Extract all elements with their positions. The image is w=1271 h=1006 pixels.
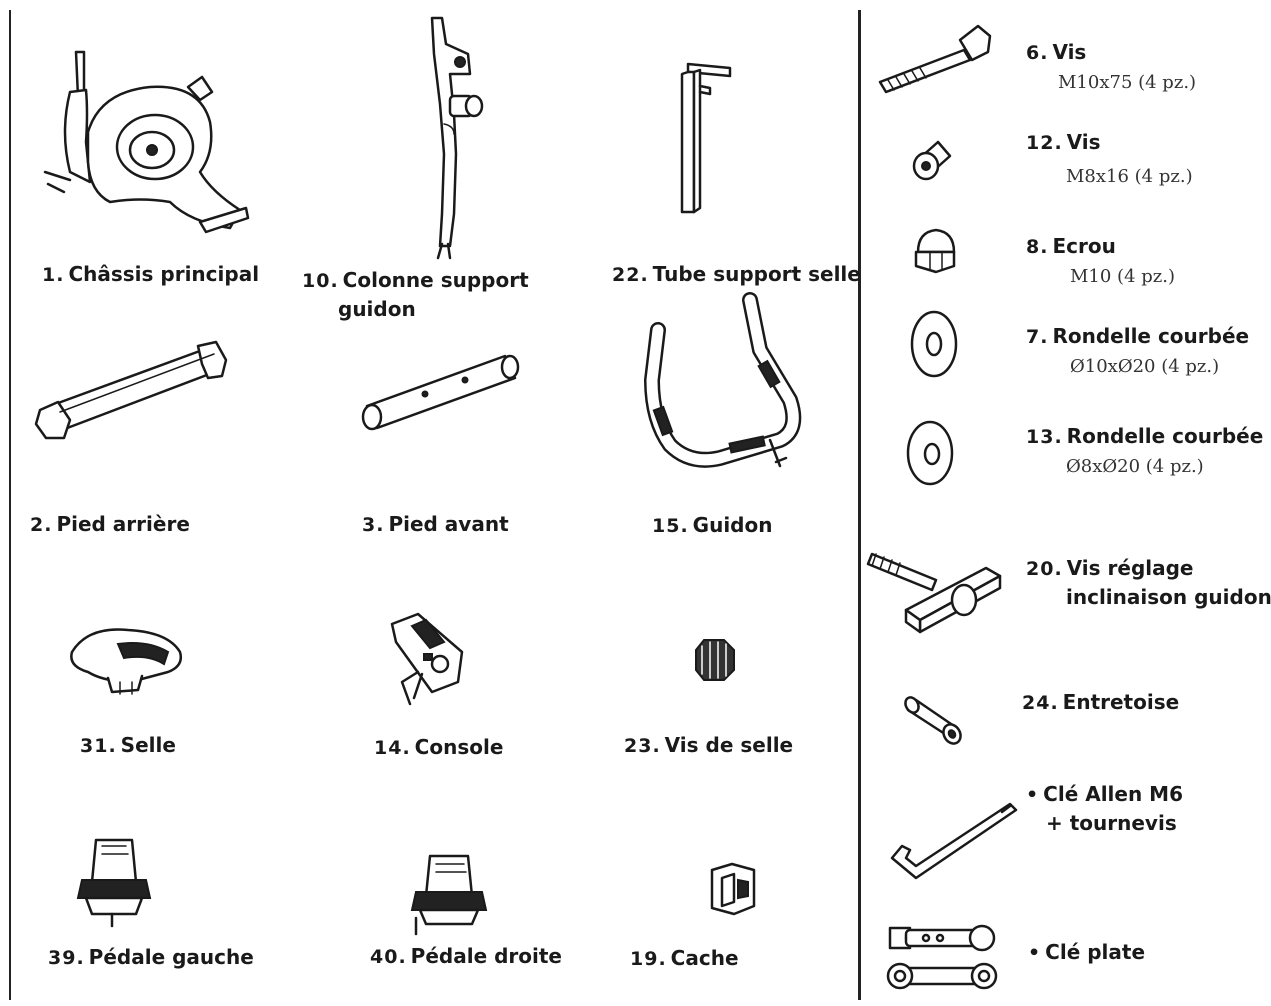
hw-name: Ecrou [1052, 234, 1116, 258]
saddle-icon [68, 622, 188, 697]
hw-name: Entretoise [1062, 690, 1180, 714]
left-border [9, 10, 11, 1000]
part-3-label: 3.Pied avant [362, 512, 509, 538]
part-name: Pied arrière [56, 512, 190, 536]
part-15-label: 15.Guidon [652, 513, 772, 539]
short-bolt-icon [910, 136, 960, 182]
part-39-label: 39.Pédale gauche [48, 945, 254, 971]
hw-8-label: 8.Ecrou [1026, 234, 1116, 260]
cover-cap-icon [706, 862, 762, 920]
hw-allen-label: •Clé Allen M6 [1026, 782, 1183, 808]
part-name: Vis de selle [664, 733, 794, 757]
hw-number: 24. [1022, 692, 1059, 714]
part-23-label: 23.Vis de selle [624, 733, 793, 759]
handlebar-support-column-icon [410, 14, 500, 259]
hw-name: Clé plate [1045, 940, 1146, 964]
flat-wrench-icon [884, 920, 1000, 996]
hw-7-spec: Ø10xØ20 (4 pz.) [1070, 356, 1220, 377]
hw-wrench-label: •Clé plate [1028, 940, 1145, 966]
part-name: Console [414, 735, 504, 759]
hw-20-label: 20.Vis réglage [1026, 556, 1194, 582]
part-name: Pédale droite [410, 944, 562, 968]
part-name: Pied avant [388, 512, 509, 536]
part-number: 14. [374, 737, 411, 759]
part-14-label: 14.Console [374, 735, 503, 761]
main-frame-icon [40, 32, 250, 242]
part-40-label: 40.Pédale droite [370, 944, 562, 970]
handlebar-icon [630, 290, 810, 475]
hw-13-label: 13.Rondelle courbée [1026, 424, 1263, 450]
hw-bullet: • [1026, 784, 1040, 806]
part-10-label-line2: guidon [338, 297, 416, 321]
hw-bullet: • [1028, 942, 1042, 964]
hw-name: Vis réglage [1066, 556, 1194, 580]
hw-name: Vis [1066, 130, 1101, 154]
hw-number: 12. [1026, 132, 1063, 154]
hw-20-label-line2: inclinaison guidon [1066, 585, 1271, 609]
spacer-icon [904, 696, 968, 748]
part-number: 31. [80, 735, 117, 757]
hw-6-label: 6.Vis [1026, 40, 1086, 66]
hw-name: Vis [1052, 40, 1087, 64]
part-number: 40. [370, 946, 407, 968]
hw-6-spec: M10x75 (4 pz.) [1058, 72, 1197, 93]
part-number: 2. [30, 514, 53, 536]
hw-number: 20. [1026, 558, 1063, 580]
hw-number: 8. [1026, 236, 1049, 258]
part-name: Colonne support [342, 268, 529, 292]
part-name: Tube support selle [652, 262, 861, 286]
hw-12-spec: M8x16 (4 pz.) [1066, 166, 1193, 187]
console-icon [388, 612, 478, 707]
part-name: Guidon [692, 513, 773, 537]
hw-name: Rondelle courbée [1052, 324, 1250, 348]
hw-name: Clé Allen M6 [1043, 782, 1183, 806]
part-number: 22. [612, 264, 649, 286]
part-name: Selle [120, 733, 176, 757]
part-name: Cache [670, 946, 739, 970]
seat-support-tube-icon [660, 56, 740, 216]
part-10-label: 10.Colonne support [302, 268, 529, 294]
part-2-label: 2.Pied arrière [30, 512, 190, 538]
long-bolt-icon [874, 22, 994, 98]
hw-8-spec: M10 (4 pz.) [1070, 266, 1176, 287]
part-1-label: 1.Châssis principal [42, 262, 259, 288]
part-name: Châssis principal [68, 262, 260, 286]
part-number: 39. [48, 947, 85, 969]
rear-foot-icon [30, 340, 230, 440]
part-number: 23. [624, 735, 661, 757]
column-divider [858, 10, 861, 1000]
hw-number: 7. [1026, 326, 1049, 348]
hw-name: Rondelle courbée [1066, 424, 1264, 448]
allen-key-icon [886, 802, 1022, 882]
part-number: 19. [630, 948, 667, 970]
hw-number: 6. [1026, 42, 1049, 64]
curved-washer-icon [906, 308, 962, 380]
hw-12-label: 12.Vis [1026, 130, 1101, 156]
right-pedal-icon [408, 852, 490, 936]
part-22-label: 22.Tube support selle [612, 262, 861, 288]
part-number: 10. [302, 270, 339, 292]
front-foot-icon [355, 350, 525, 440]
adjustment-screw-icon [866, 540, 1006, 635]
hw-24-label: 24.Entretoise [1022, 690, 1179, 716]
part-19-label: 19.Cache [630, 946, 739, 972]
hw-13-spec: Ø8xØ20 (4 pz.) [1066, 456, 1204, 477]
hw-allen-label-line2: + tournevis [1046, 811, 1177, 835]
hw-7-label: 7.Rondelle courbée [1026, 324, 1249, 350]
cap-nut-icon [910, 226, 960, 274]
hw-number: 13. [1026, 426, 1063, 448]
part-number: 3. [362, 514, 385, 536]
part-number: 15. [652, 515, 689, 537]
part-name: Pédale gauche [88, 945, 254, 969]
seat-knob-icon [690, 636, 740, 684]
curved-washer-small-icon [902, 418, 958, 488]
part-number: 1. [42, 264, 65, 286]
left-pedal-icon [72, 836, 154, 928]
part-31-label: 31.Selle [80, 733, 176, 759]
